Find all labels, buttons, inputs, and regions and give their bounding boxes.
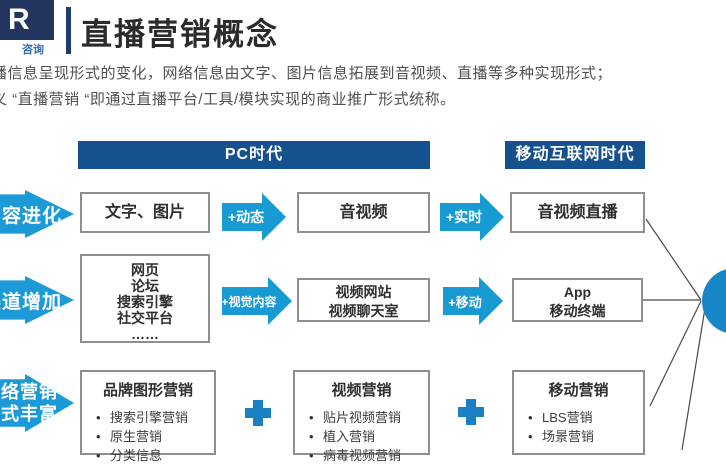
intro-line-1: 播信息呈现形式的变化，网络信息由文字、图片信息拓展到音视频、直播等多种实现形式； [0, 65, 613, 82]
channel-line: 论坛 [131, 278, 159, 294]
stage-box-web-channels: 网页 论坛 搜索引擎 社交平台 …… [80, 254, 210, 343]
transition-label: +视觉内容 [221, 294, 277, 309]
transition-label: +移动 [448, 294, 482, 310]
arrow-body [222, 287, 270, 315]
channel-line: …… [131, 326, 159, 342]
arrow-head-icon [479, 277, 503, 325]
arrow-body [443, 287, 481, 315]
marketing-item: 搜索引擎营销 [82, 408, 214, 427]
marketing-item-list: 搜索引擎营销 原生营销 分类信息 [82, 408, 214, 465]
channel-line: App [563, 284, 592, 300]
stage-box-app-terminal: App 移动终端 [512, 278, 643, 322]
marketing-item-list: LBS营销 场景营销 [514, 408, 643, 446]
row-label-marketing-rich: 网络营销 形式丰富 [0, 374, 74, 432]
intro-line-2: 义 “直播营销 “即通过直播平台/工具/模块实现的商业推广形式统称。 [0, 91, 456, 108]
plus-icon [245, 400, 271, 426]
marketing-box-title: 移动营销 [548, 382, 609, 399]
marketing-box-title: 品牌图形营销 [102, 382, 193, 399]
arrow-head-icon [480, 193, 504, 241]
transition-arrow-realtime: +实时 [440, 193, 504, 241]
arrow-head-icon [262, 193, 286, 241]
row-label-channel-increase: 渠道增加 [0, 276, 74, 324]
era-header-mobile: 移动互联网时代 [505, 141, 645, 169]
marketing-item: 病毒视频营销 [295, 446, 428, 465]
row-label-text-line1: 网络营销 [0, 382, 58, 402]
marketing-item: LBS营销 [514, 408, 643, 427]
transition-label: +实时 [445, 209, 483, 225]
transition-arrow-visual-content: +视觉内容 [222, 277, 292, 325]
arrow-body [440, 203, 482, 231]
brand-logo: R [0, 0, 54, 40]
stage-box-audio-video: 音视频 [297, 192, 430, 233]
brand-logo-letter: R [8, 3, 30, 36]
arrow-body [222, 203, 264, 231]
row-label-text: 内容进化 [0, 205, 63, 227]
row-label-text: 渠道增加 [0, 291, 63, 313]
title-accent-bar [66, 7, 71, 54]
channel-line: 视频聊天室 [328, 303, 399, 319]
channel-line: 移动终端 [549, 303, 606, 319]
stage-box-text-image: 文字、图片 [80, 192, 210, 233]
channel-line: 社交平台 [117, 310, 173, 326]
marketing-item: 植入营销 [295, 427, 428, 446]
brand-logo-subtext: 咨询 [22, 44, 44, 56]
merge-node-circle [702, 269, 726, 333]
channel-line: 网页 [131, 262, 159, 278]
transition-arrow-dynamic: +动态 [222, 193, 286, 241]
marketing-box-mobile: 移动营销 LBS营销 场景营销 [512, 370, 645, 455]
era-header-pc: PC时代 [78, 141, 430, 169]
channel-line: 搜索引擎 [117, 294, 173, 310]
marketing-item: 分类信息 [82, 446, 214, 465]
stage-box-video-sites: 视频网站 视频聊天室 [297, 278, 430, 322]
marketing-box-title: 视频营销 [331, 382, 392, 399]
page-title: 直播营销概念 [81, 17, 279, 52]
plus-icon [458, 399, 484, 425]
row-label-content-evolution: 内容进化 [0, 190, 74, 238]
transition-label: +动态 [227, 209, 265, 225]
marketing-item-list: 贴片视频营销 植入营销 病毒视频营销 [295, 408, 428, 465]
marketing-box-video: 视频营销 贴片视频营销 植入营销 病毒视频营销 [293, 370, 430, 465]
row-label-text-line2: 形式丰富 [0, 404, 58, 424]
arrow-head-icon [268, 277, 292, 325]
marketing-item: 贴片视频营销 [295, 408, 428, 427]
marketing-box-brand-graphic: 品牌图形营销 搜索引擎营销 原生营销 分类信息 [80, 370, 216, 465]
marketing-item: 原生营销 [82, 427, 214, 446]
marketing-item: 场景营销 [514, 427, 643, 446]
transition-arrow-mobile: +移动 [443, 277, 503, 325]
stage-box-live-streaming: 音视频直播 [510, 192, 645, 233]
channel-line: 视频网站 [335, 284, 392, 300]
